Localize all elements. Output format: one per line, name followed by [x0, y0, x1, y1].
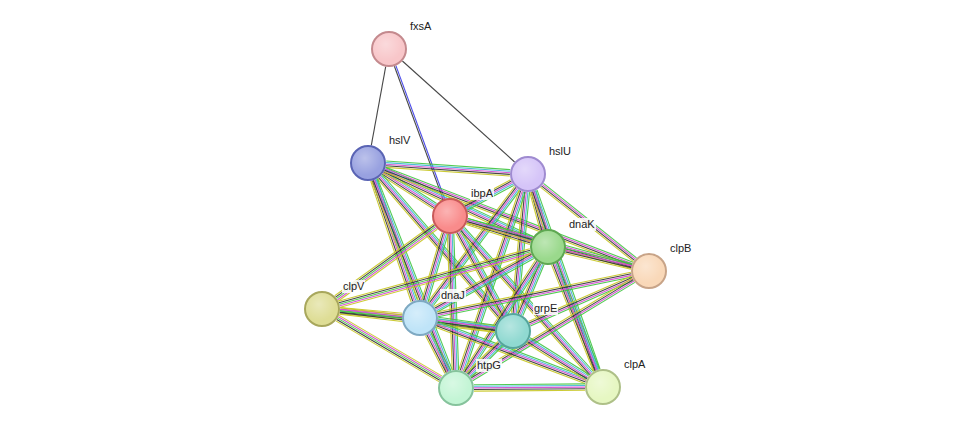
- evidence-line: [566, 250, 632, 266]
- node-label: clpA: [623, 358, 646, 371]
- evidence-line: [473, 282, 635, 380]
- evidence-line: [529, 278, 632, 324]
- evidence-line: [556, 263, 598, 370]
- evidence-line: [470, 345, 502, 377]
- evidence-line: [339, 252, 530, 304]
- evidence-line: [422, 232, 442, 299]
- evidence-line: [386, 167, 633, 262]
- evidence-line: [527, 343, 586, 380]
- evidence-line: [371, 67, 385, 146]
- evidence-line: [565, 252, 631, 268]
- evidence-line: [474, 385, 585, 387]
- interaction-edge: [527, 338, 590, 380]
- evidence-line: [471, 346, 503, 378]
- evidence-line: [430, 333, 450, 371]
- evidence-line: [371, 181, 412, 302]
- interaction-edge: [384, 167, 633, 267]
- protein-node: hslV: [350, 145, 386, 181]
- interaction-edge: [467, 342, 503, 378]
- evidence-line: [338, 229, 437, 301]
- node-label: htpG: [476, 359, 502, 372]
- evidence-line: [558, 263, 600, 370]
- interaction-edge: [425, 333, 450, 374]
- evidence-line: [474, 383, 585, 385]
- node-label: fxsA: [409, 20, 432, 33]
- protein-node: dnaJ: [402, 300, 438, 336]
- evidence-line: [530, 338, 589, 375]
- node-label: hslV: [388, 134, 411, 147]
- protein-node: clpA: [585, 369, 621, 405]
- interaction-edge: [529, 276, 634, 326]
- evidence-line: [471, 280, 633, 378]
- protein-node: fxsA: [371, 31, 407, 67]
- interaction-edge: [565, 249, 632, 269]
- evidence-line: [470, 278, 632, 376]
- evidence-line: [467, 184, 513, 209]
- protein-node: htpG: [438, 370, 474, 406]
- evidence-line: [436, 256, 533, 310]
- protein-node: clpB: [631, 253, 667, 289]
- evidence-line: [465, 261, 537, 372]
- interaction-edge: [402, 61, 514, 162]
- node-label: ibpA: [470, 187, 494, 200]
- evidence-line: [438, 275, 632, 315]
- node-label: dnaK: [568, 218, 596, 231]
- node-label: clpV: [342, 280, 365, 293]
- evidence-line: [379, 178, 501, 319]
- interaction-edge: [386, 161, 511, 176]
- evidence-line: [528, 341, 587, 378]
- evidence-line: [338, 228, 437, 300]
- evidence-line: [402, 61, 514, 162]
- interaction-edge: [434, 253, 534, 312]
- evidence-line: [336, 225, 435, 297]
- interaction-edge: [474, 384, 585, 391]
- evidence-line: [529, 276, 632, 321]
- evidence-line: [427, 335, 447, 373]
- evidence-line: [385, 169, 632, 264]
- evidence-line: [565, 254, 631, 270]
- node-label: hslU: [548, 145, 572, 158]
- node-label: grpE: [533, 302, 558, 315]
- interaction-edge: [371, 67, 385, 146]
- evidence-line: [530, 279, 633, 325]
- evidence-line: [377, 179, 499, 320]
- evidence-line: [529, 339, 589, 376]
- evidence-line: [474, 387, 585, 389]
- evidence-line: [425, 336, 445, 374]
- evidence-line: [384, 172, 631, 267]
- evidence-line: [428, 334, 448, 372]
- evidence-line: [474, 388, 585, 390]
- evidence-line: [537, 190, 600, 369]
- evidence-line: [385, 170, 632, 265]
- evidence-line: [474, 390, 585, 392]
- interaction-edge: [470, 278, 635, 380]
- protein-node: grpE: [495, 313, 531, 349]
- protein-node: clpV: [304, 291, 340, 327]
- node-label: dnaJ: [440, 289, 466, 302]
- evidence-line: [527, 342, 587, 379]
- evidence-line: [335, 224, 434, 296]
- evidence-line: [386, 166, 510, 175]
- evidence-line: [340, 255, 531, 307]
- protein-node: ibpA: [432, 198, 468, 234]
- node-label: clpB: [669, 242, 692, 255]
- evidence-line: [340, 253, 531, 305]
- protein-node: hslU: [510, 156, 546, 192]
- protein-node: dnaK: [530, 229, 566, 265]
